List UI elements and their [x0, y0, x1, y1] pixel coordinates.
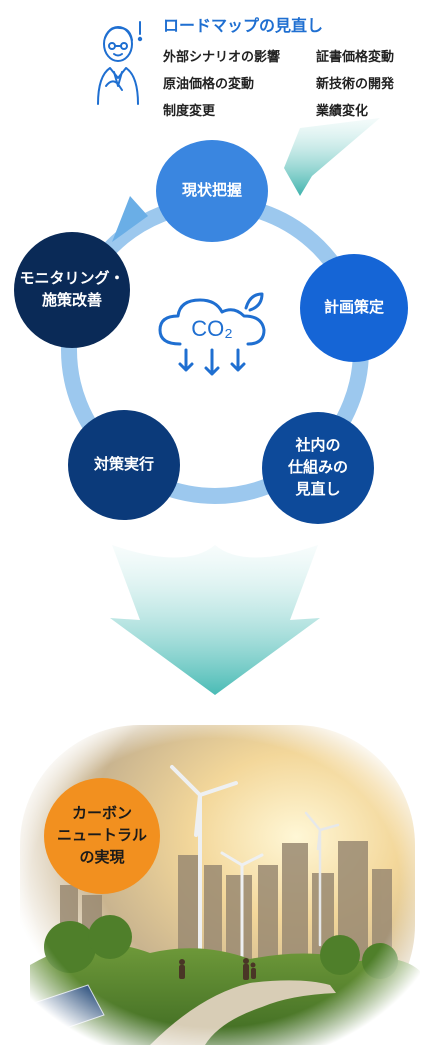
review-arrow: [284, 118, 380, 196]
funnel-arrow: [110, 545, 320, 695]
step-label: モニタリング・: [19, 269, 125, 288]
step-label: 施策改善: [41, 291, 102, 309]
factor-item: 原油価格の変動: [163, 77, 255, 92]
goal-carbon-neutral: カーボン ニュートラル の実現: [44, 778, 160, 894]
step-label: 現状把握: [181, 181, 242, 200]
factor-item: 外部シナリオの影響: [163, 50, 281, 65]
cycle-arrow-head: [112, 196, 148, 242]
co2-cloud-icon: CO₂: [158, 292, 266, 376]
step-monitoring: モニタリング・ 施策改善: [14, 232, 130, 348]
step-planning: 計画策定: [300, 254, 408, 362]
goal-label: の実現: [79, 847, 125, 866]
step-label: 計画策定: [323, 298, 384, 317]
factor-item: 証書価格変動: [316, 50, 395, 65]
factor-item: 業績変化: [316, 104, 369, 119]
step-system-review: 社内の 仕組みの 見直し: [262, 412, 374, 524]
factor-item: 新技術の開発: [316, 77, 395, 92]
goal-label: カーボン: [71, 804, 132, 823]
step-label: 仕組みの: [287, 458, 348, 477]
step-label: 対策実行: [93, 455, 154, 474]
step-label: 見直し: [295, 479, 341, 498]
step-label: 社内の: [295, 436, 341, 455]
goal-label: ニュートラル: [56, 826, 147, 845]
co2-label: CO₂: [191, 316, 233, 341]
step-current-status: 現状把握: [156, 140, 268, 242]
roadmap-review-title: ロードマップの見直し: [163, 16, 324, 35]
carbon-neutral-city-illustration: [0, 715, 430, 1051]
step-execution: 対策実行: [68, 410, 180, 520]
person-icon: [97, 21, 143, 105]
factor-item: 制度変更: [163, 104, 216, 119]
